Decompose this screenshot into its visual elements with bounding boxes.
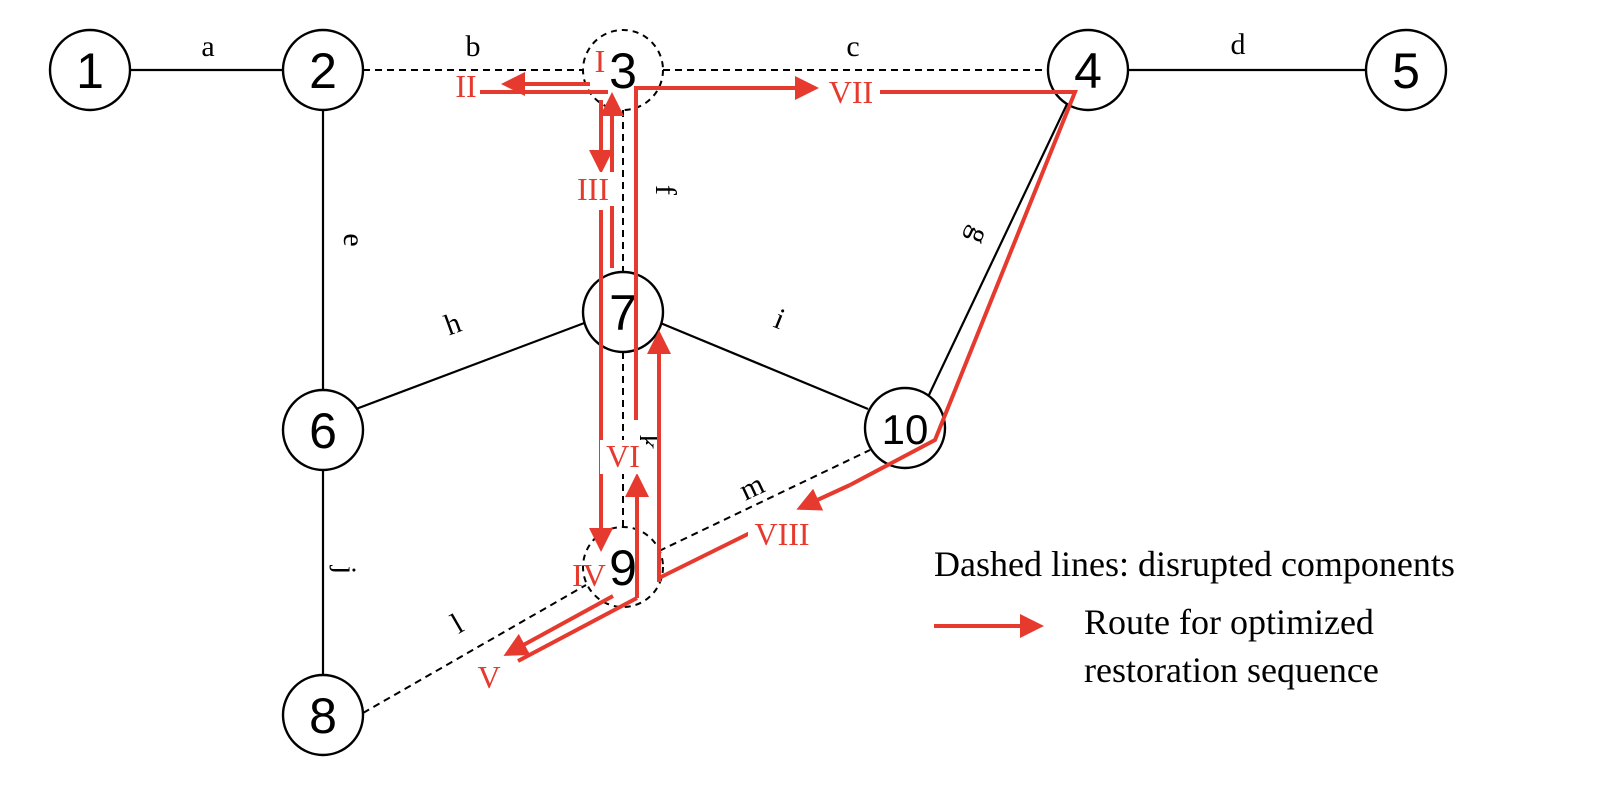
node-4: 4 bbox=[1046, 28, 1130, 112]
edge-label-i: i bbox=[770, 302, 790, 336]
node-1-circle bbox=[48, 28, 132, 112]
step-label-I: I bbox=[595, 43, 606, 79]
step-label-III-mask bbox=[574, 172, 614, 206]
node-8-label: 8 bbox=[309, 688, 337, 744]
edge-label-g: g bbox=[960, 222, 996, 250]
legend-route-text-line1: Route for optimized bbox=[1084, 602, 1374, 642]
node-10-label: 10 bbox=[882, 406, 929, 453]
node-5: 5 bbox=[1364, 28, 1448, 112]
node-7: 7 bbox=[581, 270, 665, 354]
edge-label-b: b bbox=[466, 30, 481, 63]
edge-label-m: m bbox=[734, 468, 769, 508]
edge-g bbox=[927, 101, 1069, 398]
node-4-label: 4 bbox=[1074, 43, 1102, 99]
edge-i bbox=[657, 320, 869, 411]
route-segment-VII-cont bbox=[849, 90, 1078, 487]
step-label-IV: IV bbox=[572, 557, 606, 593]
step-label-VII-mask bbox=[822, 74, 880, 108]
step-label-VIII-mask bbox=[748, 514, 816, 548]
node-10-circle bbox=[863, 386, 947, 470]
route-segment-V bbox=[503, 594, 614, 656]
edge-label-a: a bbox=[201, 30, 214, 63]
node-2-circle bbox=[281, 28, 365, 112]
node-10: 10 bbox=[863, 386, 947, 470]
node-8-circle bbox=[281, 673, 365, 757]
edges bbox=[130, 68, 1366, 714]
node-2-label: 2 bbox=[309, 43, 337, 99]
edge-label-d: d bbox=[1231, 28, 1246, 61]
step-label-V: V bbox=[477, 659, 500, 695]
legend-dashed-text: Dashed lines: disrupted components bbox=[934, 544, 1455, 584]
route-segment-VIII bbox=[796, 483, 851, 511]
edge-label-f: f bbox=[649, 185, 682, 195]
node-1-label: 1 bbox=[76, 43, 104, 99]
edge-label-l: l bbox=[445, 607, 469, 640]
node-7-label: 7 bbox=[609, 285, 637, 341]
edge-m bbox=[658, 449, 871, 552]
step-label-III: III bbox=[577, 171, 609, 207]
legend: Dashed lines: disrupted components Route… bbox=[934, 544, 1455, 690]
node-8: 8 bbox=[281, 673, 365, 757]
route-segment-m bbox=[658, 528, 757, 580]
restoration-route bbox=[480, 72, 1078, 663]
step-label-VIII: VIII bbox=[754, 516, 809, 552]
step-label-VI-mask bbox=[600, 440, 646, 474]
route-segment-V-return bbox=[517, 596, 638, 663]
route-segment-f-up bbox=[634, 86, 805, 420]
node-1: 1 bbox=[48, 28, 132, 112]
node-6-label: 6 bbox=[309, 403, 337, 459]
node-6-circle bbox=[281, 388, 365, 472]
step-label-II: II bbox=[455, 68, 476, 104]
node-5-label: 5 bbox=[1392, 43, 1420, 99]
edge-label-e: e bbox=[337, 233, 370, 246]
edge-label-c: c bbox=[846, 30, 859, 63]
legend-route-text-line2: restoration sequence bbox=[1084, 650, 1379, 690]
edge-label-j: j bbox=[329, 565, 362, 574]
nodes: 1 2 3 4 5 6 7 8 bbox=[48, 28, 1448, 757]
route-step-labels: I II III IV V VI VII VIII bbox=[455, 43, 880, 695]
edge-label-h: h bbox=[440, 306, 465, 342]
node-2: 2 bbox=[281, 28, 365, 112]
step-label-VII: VII bbox=[829, 74, 873, 110]
edge-l bbox=[362, 584, 587, 714]
node-6: 6 bbox=[281, 388, 365, 472]
step-label-VI: VI bbox=[606, 438, 640, 474]
node-3-label: 3 bbox=[609, 43, 637, 99]
edge-h bbox=[355, 320, 588, 411]
node-9-label: 9 bbox=[609, 540, 637, 596]
node-5-circle bbox=[1364, 28, 1448, 112]
